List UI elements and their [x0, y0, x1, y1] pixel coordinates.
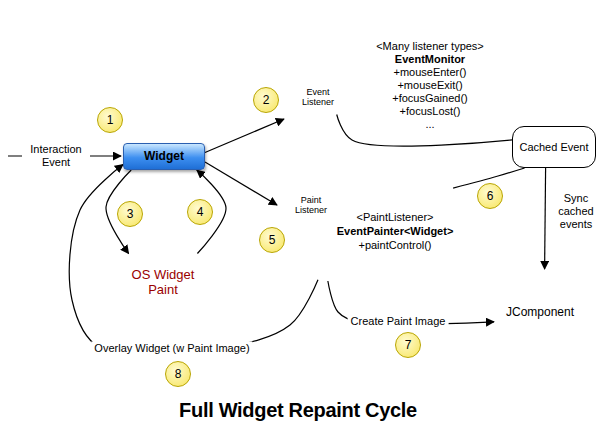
node-label: Paint Listener — [293, 195, 330, 216]
text-block: Widget — [124, 144, 204, 169]
text-block: Paint Listener — [277, 170, 345, 240]
connector-group — [69, 115, 545, 356]
text-block: Cached Event — [513, 127, 595, 167]
class-name: EventMonitor — [350, 53, 510, 66]
member-text: <Many listener types> — [350, 40, 510, 53]
text-block: <Many listener types>EventMonitor+mouseE… — [350, 40, 510, 131]
connector — [205, 119, 284, 152]
member-text: +mouseExit() — [350, 79, 510, 92]
connector — [545, 168, 546, 269]
connector — [205, 162, 277, 205]
paint-cloud: OS Widget Paint — [103, 247, 223, 319]
edge-label: Create Paint Image — [348, 314, 449, 329]
widget-box: Widget — [123, 143, 205, 170]
edge-label: Sync cached events — [549, 191, 598, 233]
node-label: Cached Event — [519, 141, 588, 154]
text-block: OS Widget Paint — [103, 247, 223, 319]
member-text: +paintControl() — [330, 238, 460, 252]
callout-number: 2 — [253, 87, 279, 113]
callout-number: 7 — [395, 332, 421, 358]
member-text: +mouseEnter() — [350, 66, 510, 79]
connector — [337, 115, 512, 147]
edge-label: Overlay Widget (w Paint Image) — [91, 341, 252, 356]
cache-box: Cached Event — [512, 126, 596, 168]
monitor-ellipse: <Many listener types>EventMonitor+mouseE… — [237, 4, 521, 136]
node-label: JComponent — [506, 306, 574, 320]
class-name: EventPainter<Widget> — [330, 224, 460, 238]
ellipse-outline — [237, 4, 521, 136]
connector — [69, 165, 318, 356]
callout-number: 6 — [477, 183, 503, 209]
painter-ellipse: <PaintListener>EventPainter<Widget>+pain… — [232, 150, 464, 282]
component-octagon: JComponent — [494, 269, 586, 357]
node-label: Event Listener — [297, 87, 338, 108]
input-label: Interaction Event — [22, 142, 90, 170]
callout-number: 8 — [165, 361, 191, 387]
member-text: ... — [350, 118, 510, 131]
listener-diamond: Event Listener — [281, 62, 356, 132]
callout-number: 3 — [117, 201, 143, 227]
callout-number: 5 — [259, 227, 285, 253]
node-label: Widget — [144, 150, 184, 164]
text-block: Event Listener — [281, 62, 356, 132]
callout-number: 4 — [187, 199, 213, 225]
member-text: +focusLost() — [350, 105, 510, 118]
text-block: JComponent — [494, 269, 586, 357]
member-text: +focusGained() — [350, 92, 510, 105]
node-label: OS Widget Paint — [126, 268, 200, 298]
diagram-title: Full Widget Repaint Cycle — [179, 399, 417, 422]
listener-diamond: Paint Listener — [277, 170, 345, 240]
callout-number: 1 — [97, 107, 123, 133]
member-text: <PaintListener> — [330, 210, 460, 224]
text-block: <PaintListener>EventPainter<Widget>+pain… — [330, 210, 460, 252]
